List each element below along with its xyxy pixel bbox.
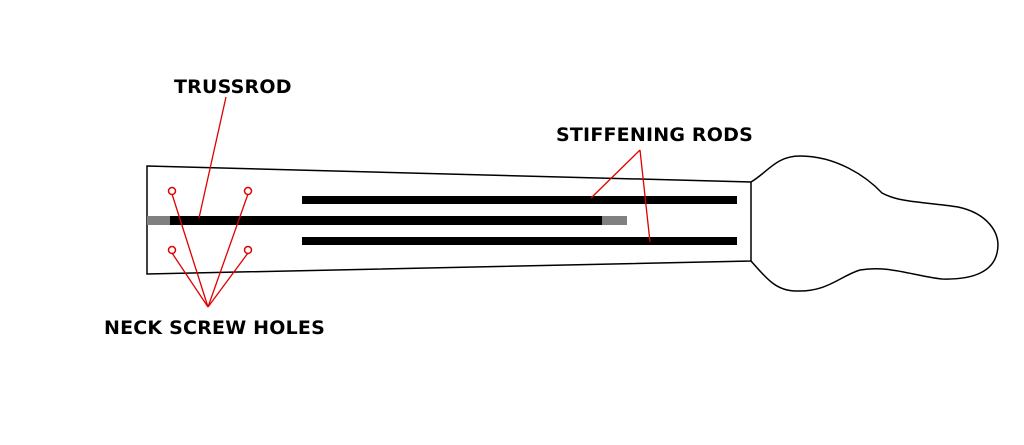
- leader-line-trussrod: [198, 96, 227, 219]
- trussrod-end-cap-left: [147, 216, 170, 225]
- neck-screw-hole-bottom-left: [167, 245, 177, 255]
- neck-screw-hole-bottom-right: [243, 245, 253, 255]
- leader-line-stiffening-upper: [590, 149, 641, 199]
- leader-line-stiffening-lower: [639, 149, 651, 243]
- leader-line-hole-top-left: [171, 193, 209, 308]
- trussrod: [170, 216, 602, 225]
- stiffening-rod-upper: [302, 196, 737, 204]
- neck-screw-hole-top-left: [167, 186, 177, 196]
- leader-line-hole-bottom-left: [171, 252, 209, 308]
- stiffening-rod-lower: [302, 237, 737, 245]
- leader-line-hole-top-right: [207, 193, 249, 308]
- neck-screw-holes-label: NECK SCREW HOLES: [104, 317, 325, 339]
- leader-line-hole-bottom-right: [207, 252, 249, 308]
- trussrod-label: TRUSSROD: [174, 76, 292, 98]
- trussrod-end-cap-right: [602, 216, 627, 225]
- stiffening-rods-label: STIFFENING RODS: [556, 124, 753, 146]
- neck-screw-hole-top-right: [243, 186, 253, 196]
- headstock-outline: [750, 155, 999, 292]
